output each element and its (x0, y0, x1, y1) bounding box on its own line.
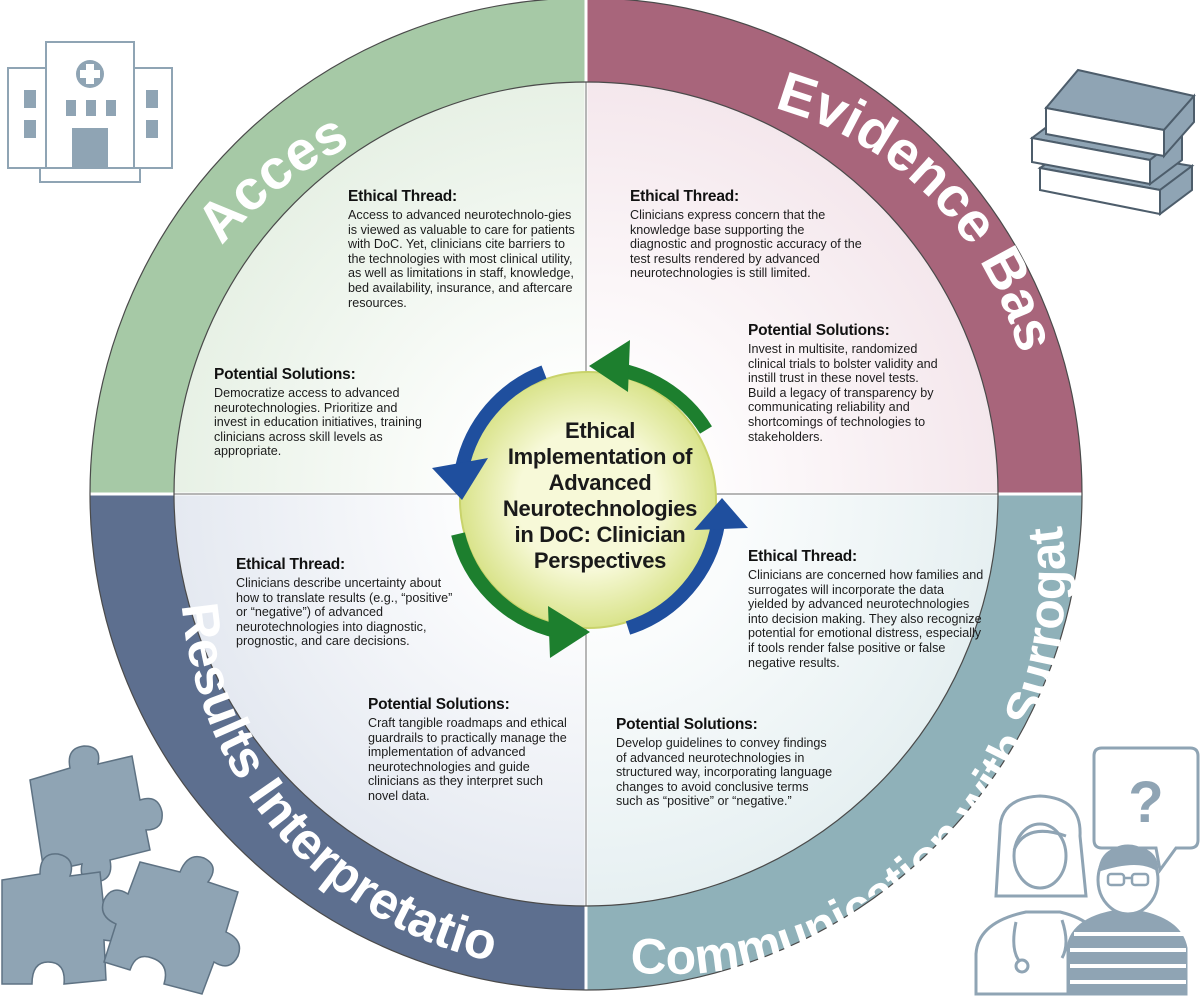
blue-arrowhead-right (694, 498, 748, 530)
results-potential-solutions: Potential Solutions: Craft tangible road… (368, 696, 572, 804)
communication-thread-text: Clinicians are concerned how families an… (748, 568, 984, 670)
evidence-thread-heading: Ethical Thread: (630, 188, 739, 205)
panel-results (174, 494, 586, 906)
access-solutions-heading: Potential Solutions: (214, 366, 356, 383)
results-thread-text: Clinicians describe uncertainty about ho… (236, 576, 453, 649)
results-solutions-text: Craft tangible roadmaps and ethical guar… (368, 716, 567, 803)
cycle-arrows (432, 340, 748, 658)
question-mark-icon: ? (1128, 770, 1163, 835)
results-ethical-thread: Ethical Thread: Clinicians describe unce… (236, 556, 454, 649)
access-thread-text: Access to advanced neurotechnolo-gies is… (348, 208, 575, 310)
communication-solutions-heading: Potential Solutions: (616, 716, 758, 733)
puzzle-pieces-icon (1, 745, 241, 995)
communication-solutions-text: Develop guidelines to convey findings of… (616, 736, 833, 809)
evidence-thread-text: Clinicians express concern that the know… (630, 208, 862, 281)
panel-evidence (586, 82, 998, 494)
evidence-solutions-heading: Potential Solutions: (748, 322, 890, 339)
access-ethical-thread: Ethical Thread: Access to advanced neuro… (348, 188, 576, 310)
blue-arrowhead-left (432, 458, 488, 500)
blue-arrow-left (455, 365, 547, 470)
evidence-solutions-text: Invest in multisite, randomized clinical… (748, 342, 938, 444)
clinician-surrogate-icon: ? (974, 746, 1200, 996)
communication-thread-heading: Ethical Thread: (748, 548, 857, 565)
inner-border (173, 81, 999, 907)
center-title: Ethical Implementation of Advanced Neuro… (502, 418, 698, 573)
access-potential-solutions: Potential Solutions: Democratize access … (214, 366, 432, 459)
evidence-potential-solutions: Potential Solutions: Invest in multisite… (748, 322, 948, 444)
green-arrow-bottom (451, 532, 554, 637)
results-solutions-heading: Potential Solutions: (368, 696, 510, 713)
access-thread-heading: Ethical Thread: (348, 188, 457, 205)
green-arrowhead-top (589, 340, 630, 392)
center-circle (459, 371, 717, 629)
evidence-ethical-thread: Ethical Thread: Clinicians express conce… (630, 188, 862, 281)
blue-arrow-right (625, 522, 725, 635)
results-thread-heading: Ethical Thread: (236, 556, 345, 573)
green-arrowhead-bottom (548, 606, 590, 658)
communication-potential-solutions: Potential Solutions: Develop guidelines … (616, 716, 834, 809)
books-icon (1029, 68, 1196, 216)
speech-bubble-icon (1092, 746, 1200, 874)
communication-ethical-thread: Ethical Thread: Clinicians are concerned… (748, 548, 984, 670)
outer-border (89, 0, 1083, 991)
panel-access (174, 82, 586, 494)
hospital-icon (7, 41, 173, 183)
access-solutions-text: Democratize access to advanced neurotech… (214, 386, 422, 459)
